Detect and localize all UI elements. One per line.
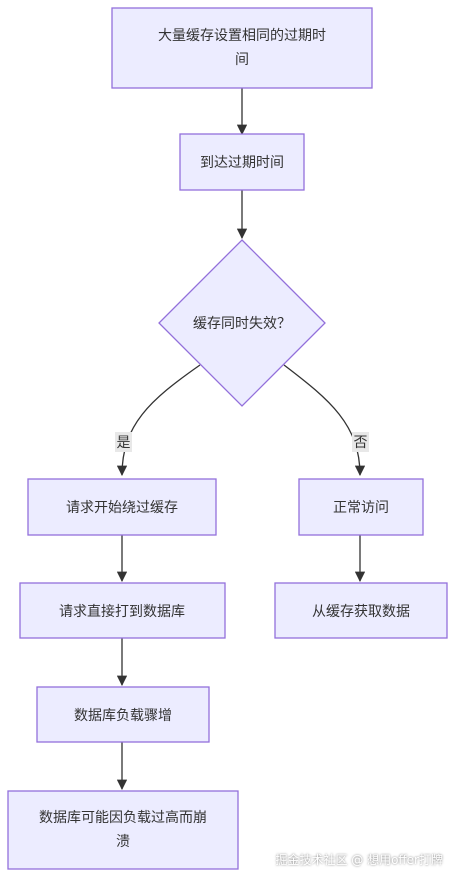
edge-label-yes: 是 bbox=[115, 432, 132, 452]
svg-text:数据库负载骤增: 数据库负载骤增 bbox=[74, 708, 172, 724]
svg-text:是: 是 bbox=[117, 435, 131, 451]
edge-label-no: 否 bbox=[352, 432, 369, 452]
svg-text:正常访问: 正常访问 bbox=[333, 500, 389, 516]
svg-text:间: 间 bbox=[235, 52, 249, 68]
edge-n3-n4 bbox=[116, 364, 201, 477]
node-db-may-crash: 数据库可能因负载过高而崩 溃 bbox=[7, 790, 239, 870]
node-db-load-spike: 数据库负载骤增 bbox=[36, 686, 210, 743]
node-requests-bypass-cache: 请求开始绕过缓存 bbox=[27, 478, 217, 536]
node-reach-expiry: 到达过期时间 bbox=[179, 133, 305, 191]
svg-text:缓存同时失效？: 缓存同时失效？ bbox=[193, 316, 291, 332]
svg-text:请求开始绕过缓存: 请求开始绕过缓存 bbox=[66, 500, 178, 516]
node-cache-invalid-decision: 缓存同时失效？ bbox=[158, 239, 326, 407]
svg-text:数据库可能因负载过高而崩: 数据库可能因负载过高而崩 bbox=[39, 809, 207, 826]
svg-text:到达过期时间: 到达过期时间 bbox=[200, 155, 284, 171]
edge-n3-n8 bbox=[283, 364, 366, 477]
node-normal-access: 正常访问 bbox=[298, 478, 424, 536]
node-get-data-from-cache: 从缓存获取数据 bbox=[274, 582, 448, 639]
svg-text:大量缓存设置相同的过期时: 大量缓存设置相同的过期时 bbox=[158, 28, 326, 44]
watermark: 掘金技术社区 @ 想用offer打牌 bbox=[275, 853, 443, 867]
svg-text:否: 否 bbox=[354, 435, 368, 451]
svg-text:从缓存获取数据: 从缓存获取数据 bbox=[312, 604, 410, 620]
svg-text:溃: 溃 bbox=[116, 834, 130, 850]
node-many-cache-same-expiry: 大量缓存设置相同的过期时 间 bbox=[111, 7, 373, 89]
node-requests-hit-db: 请求直接打到数据库 bbox=[19, 582, 226, 639]
svg-text:请求直接打到数据库: 请求直接打到数据库 bbox=[59, 603, 185, 620]
